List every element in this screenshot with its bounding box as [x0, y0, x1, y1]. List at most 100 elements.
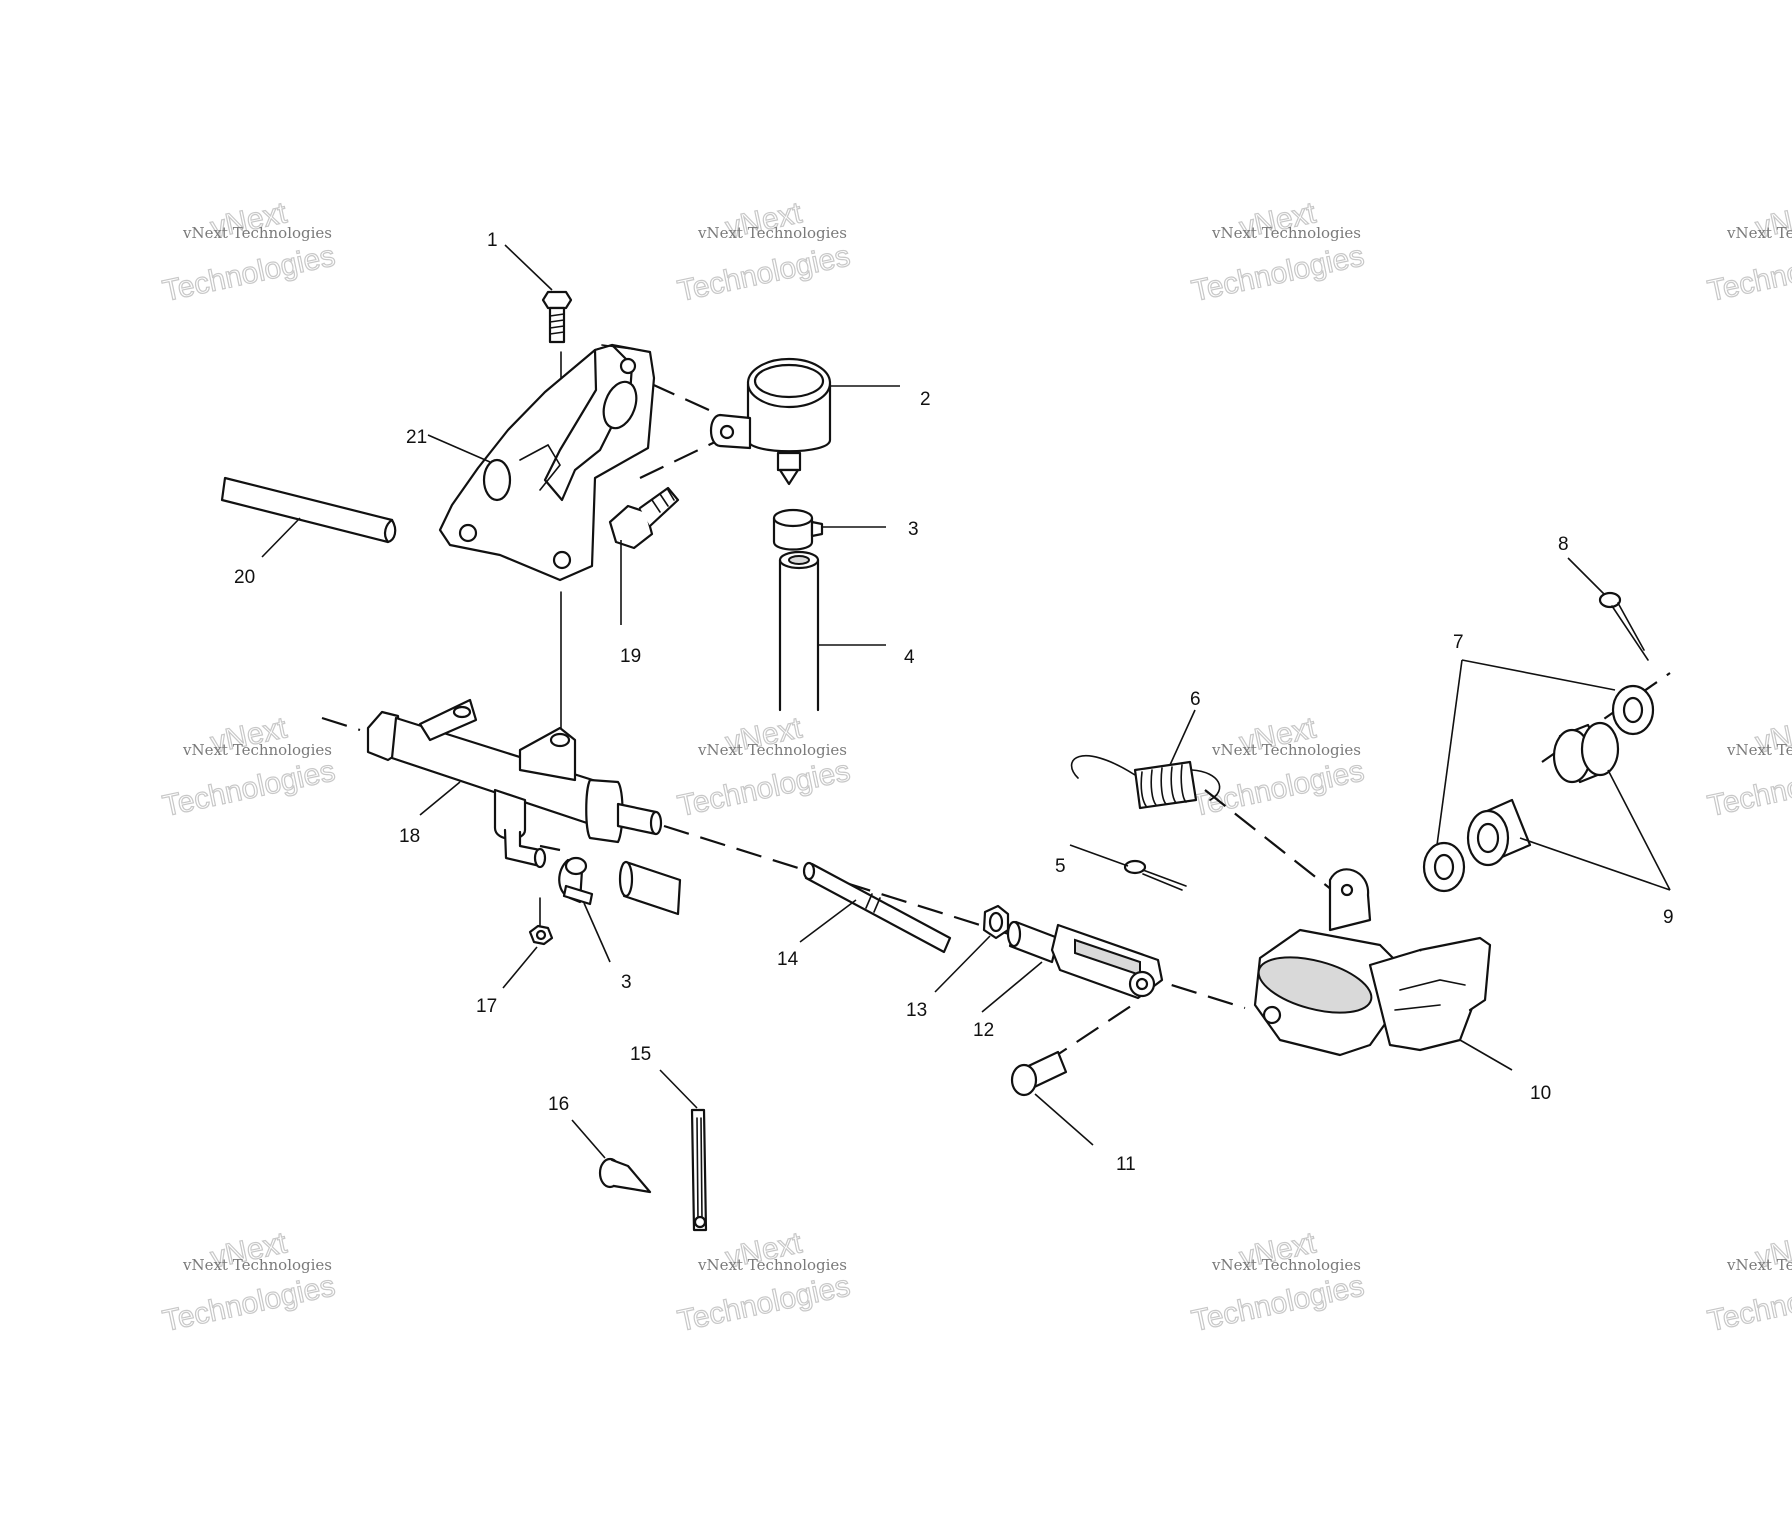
watermark-small: vNext Technologies — [1726, 741, 1792, 759]
leader-21 — [427, 434, 491, 463]
watermark-3: vNext Technologies — [1188, 196, 1367, 309]
part-8-cotter-pin — [1598, 591, 1649, 661]
label-part-18: 18 — [399, 826, 420, 847]
part-11-pin — [1010, 1050, 1068, 1097]
watermark-7: vNext Technologies — [1188, 711, 1367, 824]
watermark-small: vNext Technologies — [697, 1256, 847, 1274]
watermark-small: vNext Technologies — [697, 224, 847, 242]
label-part-6: 6 — [1190, 689, 1201, 710]
watermark-big-bottom: Technologies — [160, 239, 338, 308]
leader-10 — [1459, 1039, 1513, 1071]
label-part-7: 7 — [1453, 632, 1464, 653]
part-14-pushrod — [802, 861, 952, 954]
part-4-hose — [778, 550, 820, 712]
part-20-sleeve — [220, 476, 397, 544]
watermark-small: vNext Technologies — [697, 741, 847, 759]
watermark-small: vNext Technologies — [1211, 741, 1361, 759]
watermark-small: vNext Technologies — [1211, 1256, 1361, 1274]
label-part-20: 20 — [234, 567, 255, 588]
part-16-plug — [598, 1157, 652, 1194]
leader-7a — [1461, 659, 1616, 691]
part-labels: 1 2 3 4 21 20 19 18 17 3 14 13 12 11 5 6… — [234, 230, 1674, 1175]
watermark-big-bottom: Technologies — [1189, 754, 1367, 823]
watermark-big-bottom: Technologies — [1705, 1269, 1792, 1338]
leader-lines — [261, 244, 1671, 1159]
leader-1 — [504, 244, 553, 291]
label-part-12: 12 — [973, 1020, 994, 1041]
label-part-4: 4 — [904, 647, 915, 668]
watermark-8: vNext Technologies — [1704, 711, 1792, 824]
label-part-14: 14 — [777, 949, 799, 970]
part-12-clevis — [1006, 920, 1164, 1000]
label-part-11: 11 — [1116, 1154, 1136, 1175]
watermark-big-bottom: Technologies — [1189, 239, 1367, 308]
watermark-small: vNext Technologies — [182, 741, 332, 759]
label-part-10: 10 — [1530, 1083, 1551, 1104]
leader-13 — [934, 935, 991, 993]
part-3-clamp-upper — [772, 508, 824, 551]
leader-8 — [1567, 557, 1605, 595]
watermark-10: vNext Technologies — [674, 1226, 853, 1339]
part-21-bracket — [438, 343, 656, 582]
hose-stub — [618, 860, 682, 916]
part-17-nut — [528, 897, 554, 946]
part-19-bolt — [608, 486, 680, 550]
part-5-cotter-pin — [1123, 859, 1187, 891]
watermark-11: vNext Technologies — [1188, 1226, 1367, 1339]
leader-5 — [1069, 844, 1129, 867]
watermark-12: vNext Technologies — [1704, 1226, 1792, 1339]
watermark-big-bottom: Technologies — [160, 1269, 338, 1338]
leader-17 — [502, 946, 538, 989]
label-part-16: 16 — [548, 1094, 569, 1115]
leader-3b — [583, 902, 611, 963]
hose-axis-line — [539, 844, 561, 852]
watermark-small: vNext Technologies — [1726, 1256, 1792, 1274]
part-15-strap — [690, 1108, 708, 1232]
part-1-bolt — [541, 290, 573, 344]
watermark-small: vNext Technologies — [1726, 224, 1792, 242]
watermark-2: vNext Technologies — [674, 196, 853, 309]
leader-15 — [659, 1069, 698, 1109]
label-part-5: 5 — [1055, 856, 1066, 877]
watermark-9: vNext Technologies — [159, 1226, 338, 1339]
watermark-5: vNext Technologies — [159, 711, 338, 824]
part-7-washers — [1422, 684, 1655, 893]
watermark-big-bottom: Technologies — [675, 754, 853, 823]
watermark-6: vNext Technologies — [674, 711, 853, 824]
leader-11 — [1034, 1093, 1094, 1146]
part-18-master-cylinder — [366, 698, 663, 869]
spring-axis-line — [1204, 789, 1333, 891]
watermark-small: vNext Technologies — [182, 224, 332, 242]
watermark-big-bottom: Technologies — [1189, 1269, 1367, 1338]
watermark-big-bottom: Technologies — [1705, 754, 1792, 823]
watermark-big-bottom: Technologies — [675, 1269, 853, 1338]
main-axis-line — [321, 716, 361, 732]
leader-16 — [571, 1119, 606, 1159]
part-2-reservoir — [709, 357, 832, 486]
part-3-clamp-lower — [558, 856, 594, 906]
watermark-big-bottom: Technologies — [1705, 239, 1792, 308]
part-6-spring — [1070, 755, 1221, 810]
watermark-small: vNext Technologies — [182, 1256, 332, 1274]
label-part-9: 9 — [1663, 907, 1674, 928]
watermark-1: vNext Technologies — [159, 196, 338, 309]
watermark-big-bottom: Technologies — [675, 239, 853, 308]
label-part-15: 15 — [630, 1044, 651, 1065]
watermark-big-bottom: Technologies — [160, 754, 338, 823]
leader-6 — [1169, 709, 1196, 766]
label-part-17: 17 — [476, 996, 497, 1017]
part-9-bushings — [1466, 721, 1620, 867]
watermarks: vNext Technologies vNext Technologies vN… — [159, 196, 1792, 1339]
leader-9b — [1519, 837, 1671, 891]
watermark-4: vNext Technologies — [1704, 196, 1792, 309]
label-part-3-lower: 3 — [621, 972, 632, 993]
label-part-2: 2 — [920, 389, 931, 410]
leader-9a — [1607, 769, 1671, 891]
label-part-21: 21 — [406, 427, 427, 448]
label-part-1: 1 — [487, 230, 498, 251]
part-10-pedal — [1253, 868, 1492, 1057]
leader-14 — [799, 899, 857, 943]
pin-axis-line — [1044, 999, 1141, 1064]
label-part-13: 13 — [906, 1000, 927, 1021]
